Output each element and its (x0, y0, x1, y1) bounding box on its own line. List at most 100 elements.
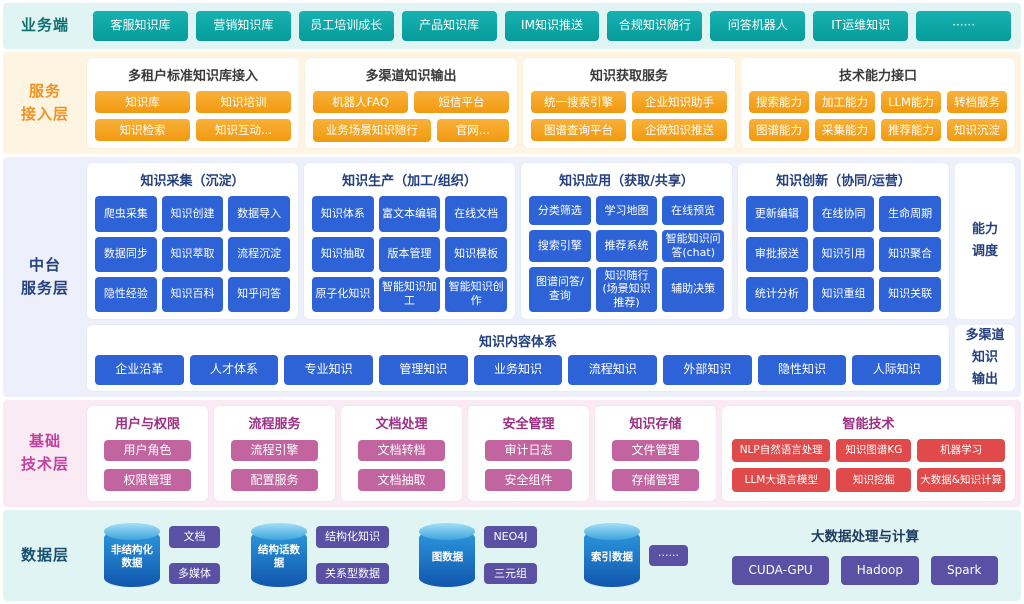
middle-capability-chip: 知识模板 (445, 236, 507, 272)
middle-capability-chip: 图谱问答/查询 (529, 266, 591, 312)
business-app-chip: IM知识推送 (504, 10, 600, 41)
content-system-card: 知识内容体系 企业沿革 人才体系 专业知识 管理知识 业务知识 流程知识 外部知… (87, 324, 949, 392)
more-dots-chip: ······ (649, 544, 688, 567)
access-capability-chip: 转档服务 (947, 90, 1007, 113)
group-title: 知识获取服务 (589, 68, 668, 84)
multichannel-output-card: 多渠道 知识 输出 (955, 324, 1015, 392)
access-capability-chip: 知识库 (95, 90, 190, 113)
data-layer-row: 数据层 非结构化数据 文档 多媒体 结构话数据 (3, 509, 1021, 601)
database-cylinder-label: 结构话数据 (258, 543, 300, 570)
data-tag-chip: 多媒体 (169, 562, 220, 585)
middle-capability-chip: 富文本编辑 (378, 196, 441, 232)
base-tech-chip: 文件管理 (612, 440, 699, 462)
database-cylinder-label: 非结构化数据 (111, 543, 153, 570)
data-tag-chip: 结构化知识 (316, 526, 389, 549)
store-tags: 文档 多媒体 (169, 526, 220, 585)
chip-grid: 机器人FAQ 短信平台 业务场景知识随行 官网... (313, 90, 509, 142)
base-tech-chip: 流程引擎 (231, 440, 318, 462)
middle-groups: 知识采集（沉淀） 爬虫采集 知识创建 数据导入 数据同步 知识萃取 流程沉淀 隐… (87, 163, 1015, 319)
database-cylinder: 非结构化数据 (104, 523, 160, 588)
access-capability-chip: 图谱能力 (749, 119, 809, 142)
middle-capability-chip: 数据导入 (228, 196, 290, 232)
service-access-layer-row: 服务 接入层 多租户标准知识库接入 知识库 知识培训 知识检索 知识互动... … (3, 51, 1021, 155)
middle-group-card-application: 知识应用（获取/共享） 分类筛选 学习地图 在线预览 搜索引擎 推荐系统 智能知… (521, 163, 732, 319)
content-domain-chip: 人才体系 (189, 354, 279, 386)
data-tag-chip: NEO4J (484, 526, 537, 549)
base-tech-chip: 审计日志 (485, 440, 572, 462)
content-domain-chip: 隐性知识 (757, 354, 847, 386)
smart-tech-chip: 机器学习 (917, 439, 1005, 463)
content-domain-chip: 管理知识 (379, 354, 468, 386)
base-groups: 用户与权限 用户角色 权限管理 流程服务 流程引擎 配置服务 文档处理 文档转档… (87, 400, 1021, 507)
data-store-index: 索引数据 ······ (561, 523, 711, 588)
business-app-chip: 产品知识库 (401, 10, 497, 41)
chip-stack: 审计日志 安全组件 (476, 439, 581, 494)
access-capability-chip: 知识沉淀 (947, 119, 1007, 142)
data-tag-chip: 关系型数据 (316, 562, 389, 585)
base-tech-chip: 文档抽取 (358, 469, 445, 491)
smart-tech-chip: 知识挖掘 (836, 468, 912, 492)
chip-grid: 爬虫采集 知识创建 数据导入 数据同步 知识萃取 流程沉淀 隐性经验 知识百科 … (95, 196, 290, 312)
base-tech-chip: 安全组件 (485, 469, 572, 491)
middle-capability-chip: 原子化知识 (312, 276, 374, 312)
content-domain-chip: 企业沿革 (95, 354, 184, 386)
group-title: 知识生产（加工/组织） (342, 174, 477, 190)
business-app-chip: 问答机器人 (710, 10, 806, 41)
middle-capability-chip: 在线预览 (662, 196, 724, 225)
base-tech-chip: 用户角色 (104, 440, 191, 462)
content-domain-chip: 专业知识 (284, 354, 374, 386)
middle-capability-chip: 知识创建 (161, 196, 224, 232)
access-capability-chip: 短信平台 (414, 90, 509, 114)
compute-section-title: 大数据处理与计算 (811, 529, 919, 546)
business-layer-label: 业务端 (20, 16, 69, 35)
middle-capability-chip: 知乎问答 (228, 276, 290, 312)
chip-grid: 企业沿革 人才体系 专业知识 管理知识 业务知识 流程知识 外部知识 隐性知识 … (95, 354, 942, 386)
middle-capability-chip: 在线文档 (445, 196, 507, 232)
chip-grid: 更新编辑 在线协同 生命周期 审批报送 知识引用 知识聚合 统计分析 知识重组 … (746, 196, 941, 312)
chip-stack: 文档转档 文档抽取 (349, 439, 454, 494)
access-capability-chip: 业务场景知识随行 (313, 119, 431, 142)
data-layer-label: 数据层 (20, 545, 69, 564)
database-cylinder: 索引数据 (584, 523, 640, 588)
middle-capability-chip: 知识引用 (812, 236, 875, 272)
middle-capability-chip: 知识聚合 (879, 236, 941, 272)
access-group-card-knowledge-acquisition: 知识获取服务 统一搜索引擎 企业知识助手 图谱查询平台 企微知识推送 (523, 57, 735, 149)
database-cylinder-label: 索引数据 (591, 550, 633, 563)
base-tech-chip: 存储管理 (612, 469, 699, 491)
service-access-layer-label: 服务 接入层 (20, 81, 69, 123)
group-title: 流程服务 (248, 417, 301, 433)
business-app-chip: 员工培训成长 (298, 10, 394, 41)
compute-section: 大数据处理与计算 CUDA-GPU Hadoop Spark (719, 525, 1011, 586)
middle-group-card-collection: 知识采集（沉淀） 爬虫采集 知识创建 数据导入 数据同步 知识萃取 流程沉淀 隐… (87, 163, 298, 319)
smart-tech-chip: 大数据&知识计算 (917, 468, 1005, 492)
access-capability-chip: 官网... (436, 119, 509, 142)
group-title: 多租户标准知识库接入 (127, 68, 258, 84)
chip-stack: 文件管理 存储管理 (603, 439, 708, 494)
business-app-chip: IT运维知识 (813, 10, 909, 41)
group-title: 技术能力接口 (838, 68, 917, 84)
compute-chip: Spark (931, 556, 998, 586)
access-capability-chip: 企业知识助手 (632, 90, 727, 113)
middle-platform-layer-label: 中台 服务层 (20, 256, 69, 298)
content-domain-chip: 人际知识 (852, 354, 942, 386)
base-group-card-users: 用户与权限 用户角色 权限管理 (87, 406, 208, 501)
business-layer-row: 业务端 客服知识库 营销知识库 员工培训成长 产品知识库 IM知识推送 合规知识… (3, 3, 1021, 49)
content-domain-chip: 流程知识 (568, 354, 658, 386)
access-capability-chip: 加工能力 (815, 90, 875, 113)
group-title: 智能技术 (842, 417, 895, 433)
middle-capability-chip: 知识抽取 (312, 236, 374, 272)
data-stores: 非结构化数据 文档 多媒体 结构话数据 结构化知识 关系型数据 (87, 510, 1021, 601)
database-cylinder-label: 图数据 (431, 550, 464, 563)
chip-grid: 搜索能力 加工能力 LLM能力 转档服务 图谱能力 采集能力 推荐能力 知识沉淀 (749, 90, 1007, 142)
content-domain-chip: 外部知识 (663, 354, 752, 386)
base-technology-layer-label: 基础 技术层 (20, 432, 69, 474)
middle-capability-chip: 推荐系统 (595, 230, 658, 262)
data-tag-chip: 三元组 (484, 562, 537, 585)
middle-group-card-production: 知识生产（加工/组织） 知识体系 富文本编辑 在线文档 知识抽取 版本管理 知识… (304, 163, 515, 319)
base-group-card-security: 安全管理 审计日志 安全组件 (468, 406, 589, 501)
middle-group-card-innovation: 知识创新（协同/运营） 更新编辑 在线协同 生命周期 审批报送 知识引用 知识聚… (738, 163, 949, 319)
content-system-section: 知识内容体系 企业沿革 人才体系 专业知识 管理知识 业务知识 流程知识 外部知… (87, 324, 1015, 392)
business-app-chip: 客服知识库 (93, 10, 188, 41)
chip-grid: 知识体系 富文本编辑 在线文档 知识抽取 版本管理 知识模板 原子化知识 智能知… (312, 196, 507, 312)
middle-capability-chip: 统计分析 (746, 276, 808, 312)
